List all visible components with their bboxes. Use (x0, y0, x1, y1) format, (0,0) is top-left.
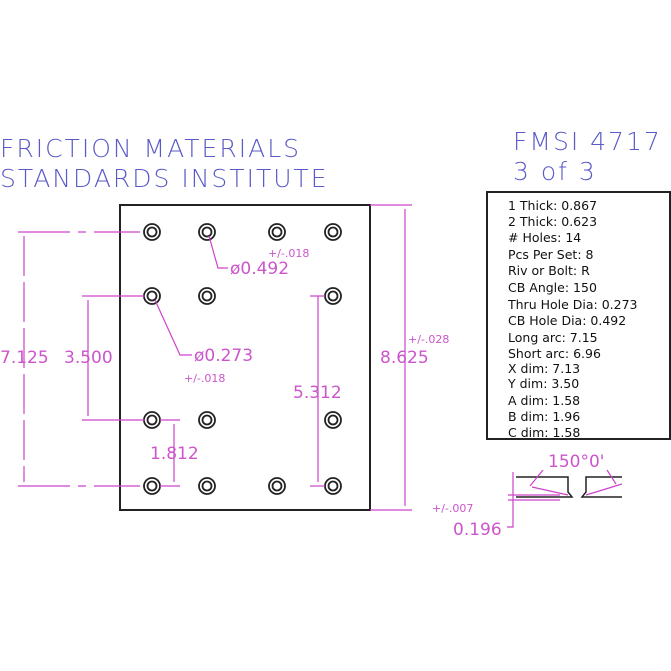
dim-8625: 8.625 (380, 348, 429, 368)
hole (268, 223, 286, 241)
dim-cb-dia: ø0.492 (230, 259, 289, 279)
hole (143, 287, 161, 305)
spec-item: B dim: 1.96 (508, 409, 580, 424)
hole (271, 226, 283, 238)
dim-3500: 3.500 (64, 348, 113, 368)
spec-item: CB Hole Dia: 0.492 (508, 313, 626, 328)
hole (198, 287, 216, 305)
dim-7125: 7.125 (0, 348, 49, 368)
hole (327, 290, 339, 302)
plate-outline (119, 204, 371, 511)
hole (201, 226, 213, 238)
sheet-number: 3 of 3 (513, 157, 597, 186)
hole (268, 477, 286, 495)
spec-item: Pcs Per Set: 8 (508, 247, 594, 262)
hole (201, 480, 213, 492)
dim-thru-dia: ø0.273 (194, 346, 253, 366)
spec-item: Riv or Bolt: R (508, 263, 590, 278)
spec-box (486, 191, 671, 440)
title-line-1: FRICTION MATERIALS (0, 134, 301, 163)
hole (201, 290, 213, 302)
hole (324, 223, 342, 241)
hole (198, 477, 216, 495)
hole (327, 480, 339, 492)
hole (143, 411, 161, 429)
dimension-lines (18, 204, 412, 511)
countersink-section (507, 469, 623, 528)
spec-item: X dim: 7.13 (508, 361, 580, 376)
spec-item: Y dim: 3.50 (507, 376, 579, 391)
spec-item: 1 Thick: 0.867 (508, 198, 597, 213)
dim-1812: 1.812 (150, 444, 199, 464)
spec-item: Short arc: 6.96 (508, 346, 601, 361)
title-line-2: STANDARDS INSTITUTE (0, 164, 329, 193)
hole (146, 480, 158, 492)
tol-8625: +/-.028 (408, 333, 449, 346)
hole (324, 411, 342, 429)
hole (327, 414, 339, 426)
hole (143, 223, 161, 241)
spec-item: 2 Thick: 0.623 (508, 214, 597, 229)
spec-item: # Holes: 14 (508, 230, 581, 245)
dim-5312: 5.312 (293, 383, 342, 403)
spec-item: Long arc: 7.15 (508, 330, 598, 345)
hole (146, 226, 158, 238)
tol-thru-dia: +/-.018 (184, 372, 225, 385)
dim-depth: 0.196 (453, 520, 502, 540)
part-number: FMSI 4717 (513, 127, 662, 156)
tol-depth: +/-.007 (432, 502, 473, 515)
hole (198, 411, 216, 429)
spec-item: Thru Hole Dia: 0.273 (507, 297, 638, 312)
hole (324, 477, 342, 495)
tol-cb-dia: +/-.018 (268, 247, 309, 260)
hole (198, 223, 216, 241)
hole (146, 414, 158, 426)
spec-item: C dim: 1.58 (508, 425, 580, 440)
hole (324, 287, 342, 305)
hole (327, 226, 339, 238)
hole (201, 414, 213, 426)
spec-item: A dim: 1.58 (508, 393, 580, 408)
hole (143, 477, 161, 495)
dim-angle: 150°0' (548, 452, 604, 472)
spec-item: CB Angle: 150 (508, 280, 597, 295)
hole (271, 480, 283, 492)
hole (146, 290, 158, 302)
